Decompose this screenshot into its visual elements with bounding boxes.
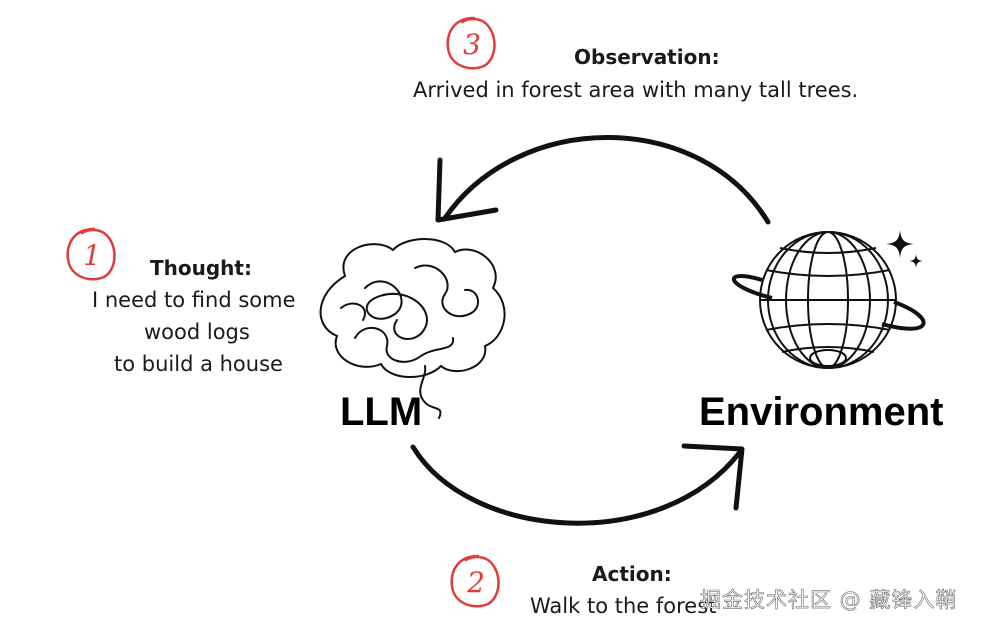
thought-line-1: I need to find some	[92, 288, 296, 312]
step-number-3: 3	[444, 14, 500, 74]
sparkle-icon	[886, 230, 923, 268]
environment-label: Environment	[699, 390, 944, 434]
step-number-1: 1	[64, 225, 120, 285]
observation-title: Observation:	[574, 45, 720, 69]
llm-label: LLM	[340, 390, 423, 434]
observation-text: Arrived in forest area with many tall tr…	[413, 78, 859, 102]
watermark: 掘金技术社区 @ 藏锋入鞘	[700, 588, 958, 613]
globe-icon	[731, 231, 926, 369]
brain-icon	[319, 238, 506, 419]
thought-line-3: to build a house	[114, 352, 283, 376]
action-title: Action:	[592, 562, 672, 586]
thought-title: Thought:	[150, 256, 252, 280]
action-text: Walk to the forest	[530, 594, 717, 618]
thought-line-2: wood logs	[144, 320, 250, 344]
step-number-2: 2	[448, 552, 504, 612]
